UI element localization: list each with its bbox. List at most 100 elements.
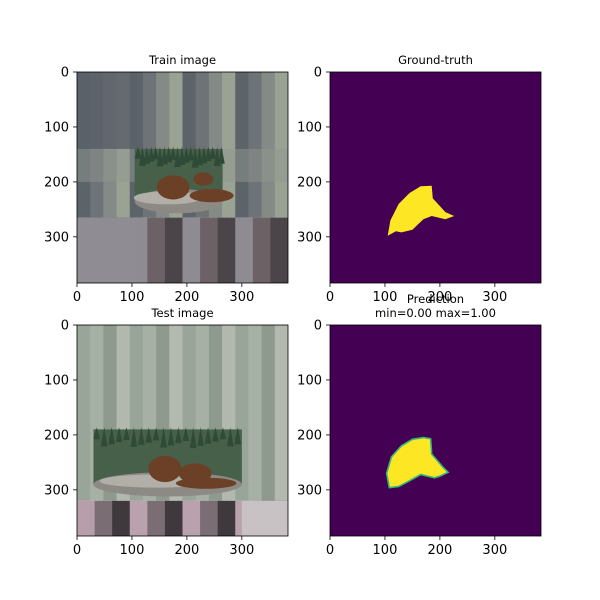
bottom-stripe xyxy=(217,217,223,283)
y-tick-label: 0 xyxy=(314,319,322,334)
x-tick-label: 0 xyxy=(326,543,334,558)
y-tick-label: 0 xyxy=(314,66,322,81)
sky-stripe xyxy=(81,325,87,501)
bottom-stripe xyxy=(160,217,166,283)
bottom-stripe xyxy=(261,217,267,283)
x-tick-label: 300 xyxy=(229,290,254,305)
sky-stripe xyxy=(252,325,258,501)
x-tick-label: 0 xyxy=(326,290,334,305)
sky-stripe xyxy=(200,325,206,501)
bottom-stripe xyxy=(98,500,104,536)
bottom-stripe xyxy=(204,217,210,283)
left-pad xyxy=(77,500,94,536)
sky-stripe xyxy=(191,325,197,501)
bottom-stripe xyxy=(248,217,254,283)
tree xyxy=(100,427,108,447)
sea-lion xyxy=(148,455,182,483)
x-tick-label: 0 xyxy=(73,290,81,305)
sky-stripe xyxy=(164,72,170,218)
x-tick-label: 200 xyxy=(174,290,199,305)
sky-stripe xyxy=(230,325,236,501)
sky-stripe xyxy=(164,325,170,501)
bottom-stripe xyxy=(204,500,210,536)
tree xyxy=(218,146,225,164)
x-tick-label: 0 xyxy=(73,543,81,558)
bottom-stripe xyxy=(142,500,148,536)
y-tick-label: 100 xyxy=(44,120,69,135)
panel-title: Prediction xyxy=(407,292,464,306)
tree xyxy=(108,427,115,445)
heatmap-background xyxy=(330,325,541,536)
bottom-stripe xyxy=(230,500,236,536)
tree xyxy=(115,427,123,443)
tree xyxy=(175,427,182,444)
sky-stripe xyxy=(204,72,210,218)
sky-stripe xyxy=(169,72,175,218)
sky-stripe xyxy=(169,325,175,501)
bottom-stripe xyxy=(116,500,122,536)
tree xyxy=(209,146,217,159)
sky-stripe xyxy=(107,325,113,501)
sky-stripe xyxy=(213,325,219,501)
sky-stripe xyxy=(270,72,276,218)
bottom-stripe xyxy=(239,217,245,283)
bottom-stripe xyxy=(195,217,201,283)
sky-stripe xyxy=(235,325,241,501)
sky-stripe xyxy=(160,72,166,218)
sky-stripe xyxy=(138,325,144,501)
bottom-stripe xyxy=(134,217,140,283)
sky-stripe xyxy=(274,325,280,501)
sky-stripe xyxy=(217,325,223,501)
bottom-stripe xyxy=(182,217,188,283)
bottom-stripe xyxy=(208,217,214,283)
sky-stripe xyxy=(239,325,245,501)
bottom-stripe xyxy=(217,500,223,536)
y-tick-label: 200 xyxy=(297,428,322,443)
bottom-stripe xyxy=(244,217,250,283)
sky-stripe xyxy=(112,325,118,501)
bottom-stripe xyxy=(200,500,206,536)
y-tick-label: 300 xyxy=(44,230,69,245)
bottom-stripe xyxy=(279,217,285,283)
tree xyxy=(169,146,177,160)
bottom-stripe xyxy=(94,500,100,536)
heatmap-background xyxy=(330,72,541,283)
y-tick-label: 300 xyxy=(297,230,322,245)
tree xyxy=(187,146,195,161)
bottom-stripe xyxy=(252,217,258,283)
sky-stripe xyxy=(257,72,263,218)
x-tick-label: 100 xyxy=(120,290,145,305)
tree xyxy=(204,427,212,444)
y-tick-label: 100 xyxy=(297,120,322,135)
bottom-stripe xyxy=(182,500,188,536)
bottom-stripe xyxy=(208,500,214,536)
bottom-stripe xyxy=(151,217,157,283)
sea-lion xyxy=(156,175,190,200)
tree xyxy=(152,427,160,441)
sky-stripe xyxy=(230,72,236,218)
sky-stripe xyxy=(151,325,157,501)
bottom-stripe xyxy=(107,500,113,536)
y-tick-label: 300 xyxy=(44,483,69,498)
sky-stripe xyxy=(103,325,109,501)
bottom-stripe xyxy=(200,217,206,283)
sky-stripe xyxy=(195,325,201,501)
panel-title: min=0.00 max=1.00 xyxy=(375,306,496,320)
sea-lion xyxy=(175,477,237,489)
axes-frame xyxy=(329,324,542,537)
bottom-stripe xyxy=(160,500,166,536)
sky-stripe xyxy=(213,72,219,218)
dark-pad-region xyxy=(77,72,138,149)
bottom-stripe xyxy=(142,217,148,283)
sky-stripe xyxy=(178,325,184,501)
sky-stripe xyxy=(235,72,241,218)
sky-stripe xyxy=(156,325,162,501)
bottom-stripe xyxy=(226,500,232,536)
axes-frame xyxy=(76,71,289,284)
sky-stripe xyxy=(173,72,179,218)
sky-stripe xyxy=(200,72,206,218)
sky-stripe xyxy=(266,72,272,218)
